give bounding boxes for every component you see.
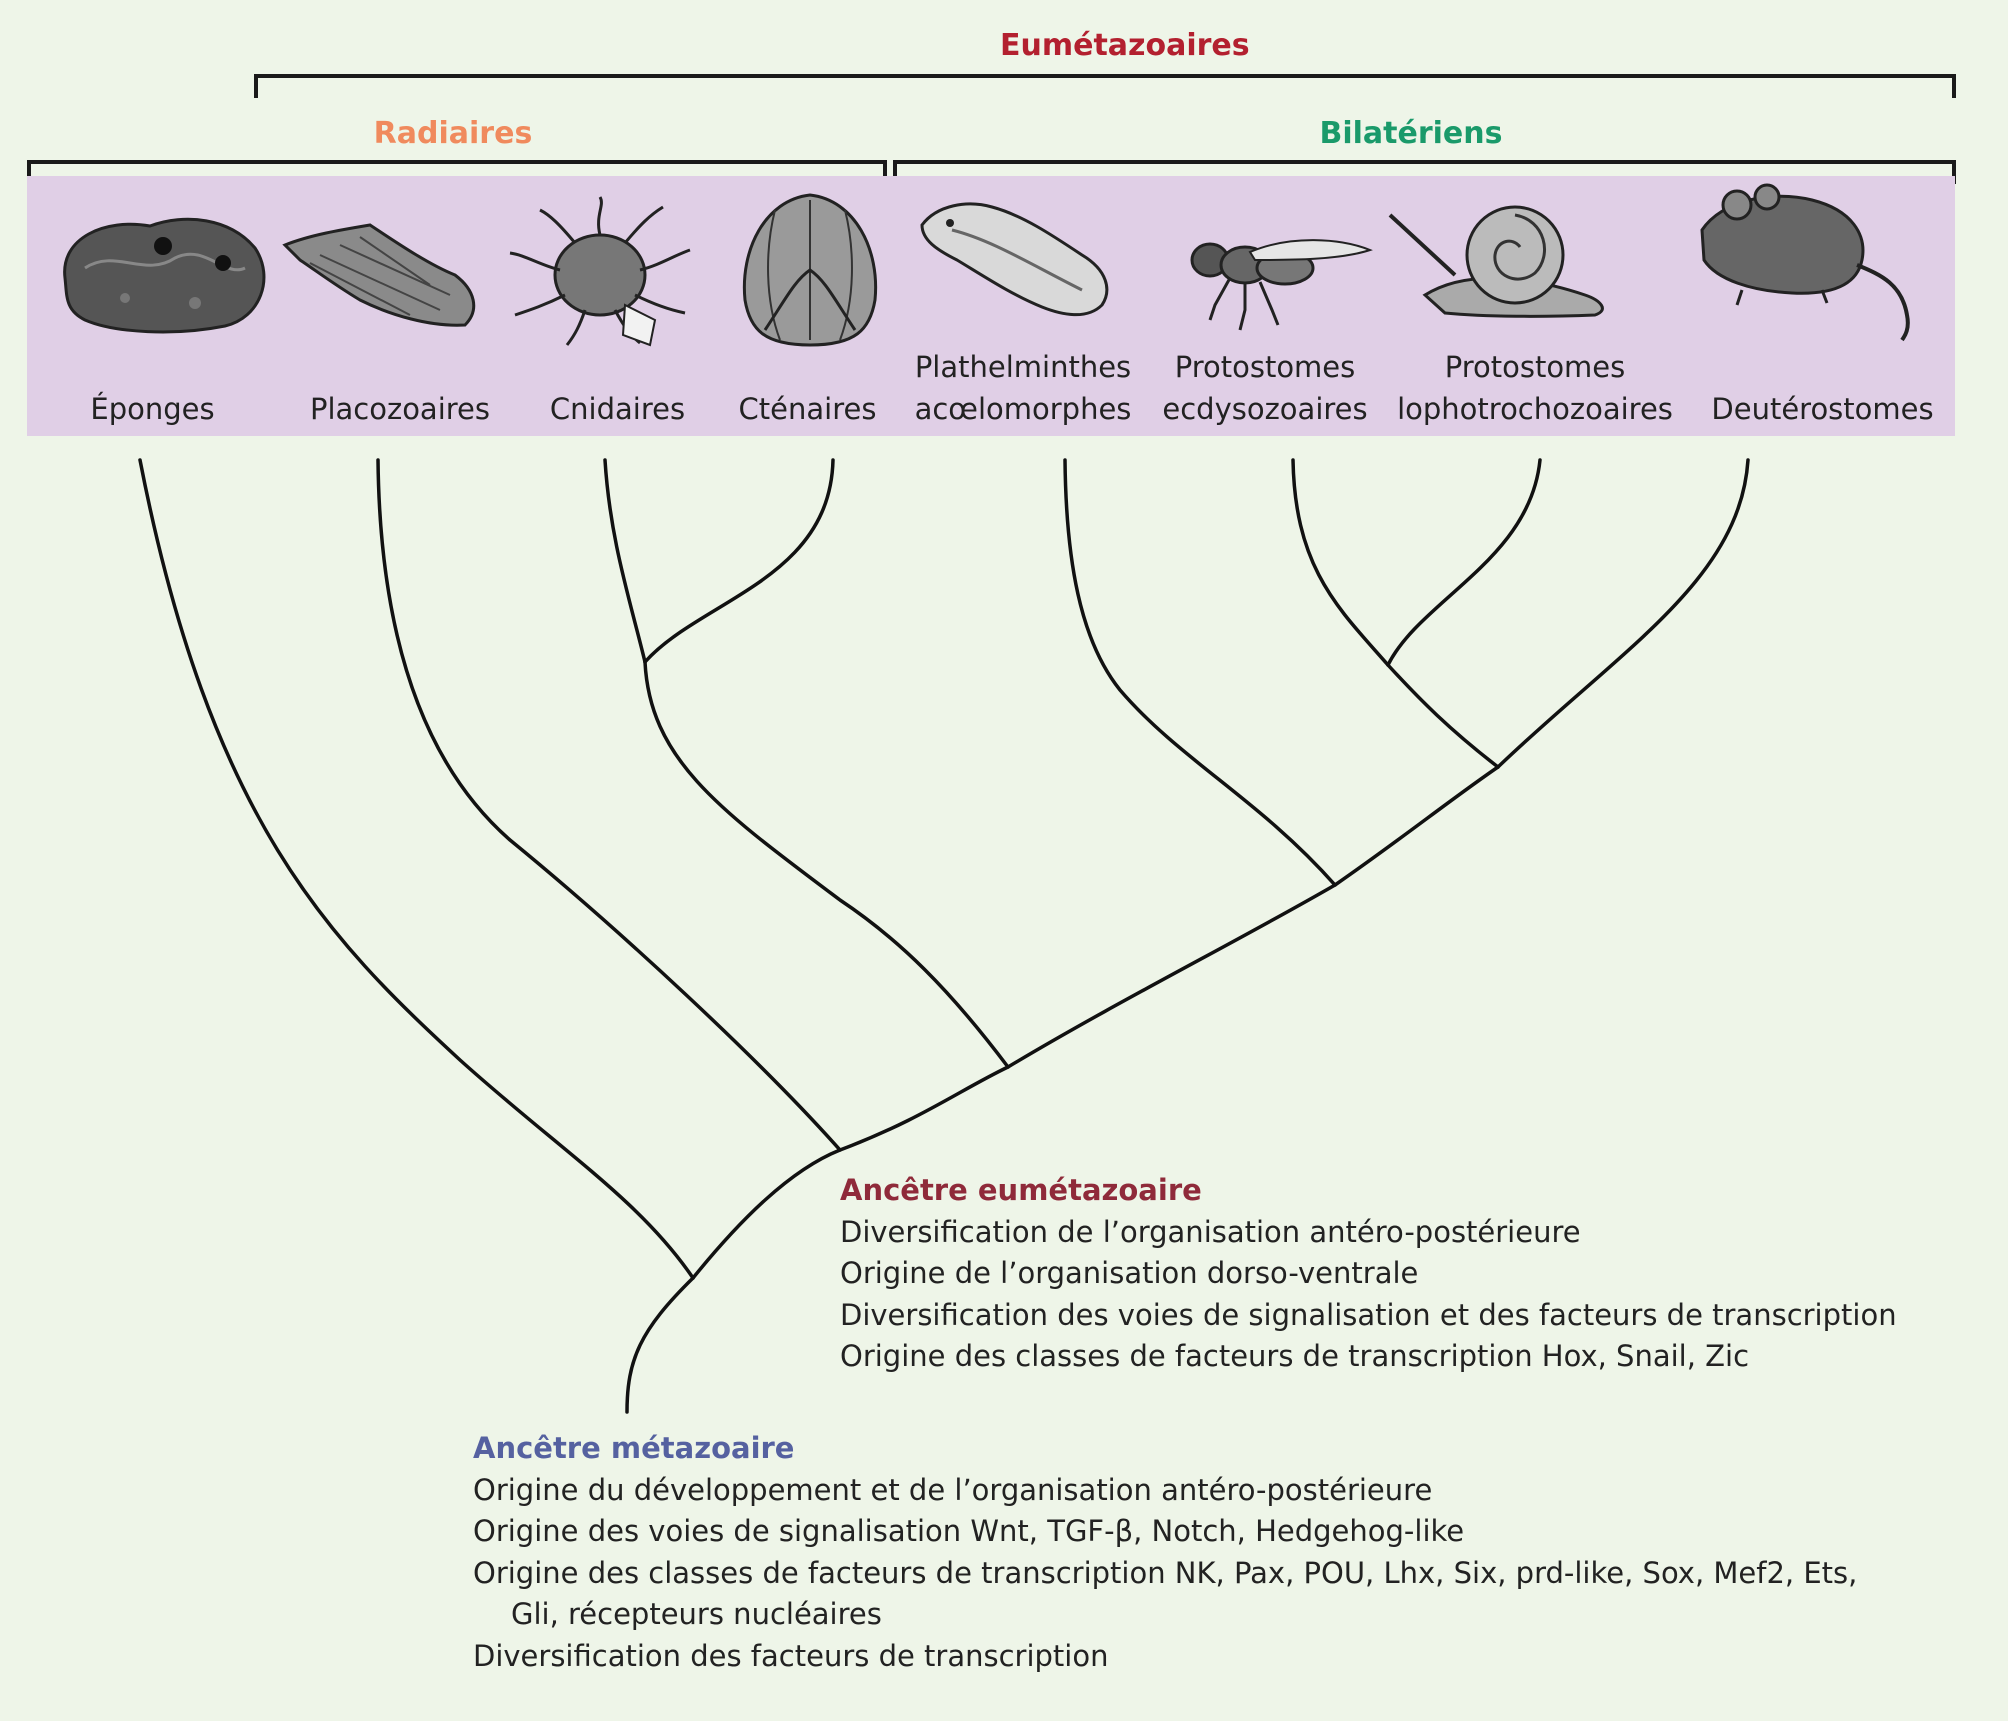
- tree-branch-eumetazoa-core: [838, 1065, 1010, 1152]
- bracket-radiata: [27, 160, 887, 184]
- ctenophore-icon: [742, 193, 878, 347]
- tree-branch-protostomia: [1386, 663, 1500, 769]
- bracket-eumetazoa: [254, 74, 1956, 98]
- eumetazoan-ancestor-item: Origine des classes de facteurs de trans…: [840, 1339, 1750, 1373]
- metazoan-ancestor-item: Origine des voies de signalisation Wnt, …: [473, 1514, 1465, 1548]
- tree-branch-lophotrochozoa: [1386, 458, 1542, 667]
- metazoan-ancestor-notes: Ancêtre métazoaire Origine du développem…: [473, 1428, 1857, 1677]
- bracket-bilateria: [893, 160, 1956, 184]
- metazoan-ancestor-item: Origine du développement et de l’organis…: [473, 1472, 1433, 1507]
- taxon-label-ecdysozoa: Protostomes ecdysozoaires: [1162, 350, 1368, 426]
- mouse-icon: [1700, 183, 1910, 342]
- eumetazoan-ancestor-item: Diversification de l’organisation antéro…: [840, 1214, 1581, 1249]
- tree-branch-acoela: [1063, 458, 1337, 887]
- tree-branch-ctenophora: [643, 458, 835, 664]
- taxon-label-ctenophora: Cténaires: [738, 392, 877, 426]
- taxon-label-deuterostomia: Deutérostomes: [1711, 392, 1934, 426]
- group-label-eumetazoa: Eumétazoaires: [1000, 28, 1250, 63]
- placozoan-icon: [282, 223, 476, 327]
- metazoan-ancestor-item: Diversification des facteurs de transcri…: [473, 1638, 1109, 1673]
- tree-branch-sponges: [138, 458, 695, 1280]
- tree-branch-placozoa: [376, 458, 842, 1152]
- eumetazoan-ancestor-item: Origine de l’organisation dorso-ventrale: [840, 1256, 1419, 1290]
- tree-trunk: [625, 1276, 695, 1414]
- eumetazoan-ancestor-item: Diversification des voies de signalisati…: [840, 1297, 1897, 1332]
- tree-branch-eumetazoa: [691, 1148, 842, 1280]
- taxon-label-sponges: Éponges: [90, 392, 215, 426]
- flatworm-icon: [920, 202, 1109, 317]
- tree-branch-ecdysozoa: [1291, 458, 1390, 667]
- metazoan-ancestor-item: Gli, récepteurs nucléaires: [511, 1597, 882, 1631]
- taxon-label-placozoa: Placozoaires: [309, 392, 491, 426]
- snail-icon: [1388, 205, 1604, 318]
- eumetazoan-ancestor-title: Ancêtre eumétazoaire: [840, 1173, 1202, 1207]
- tree-branch-radiata-core: [643, 660, 1010, 1069]
- tree-branch-deuterostomia: [1496, 458, 1750, 769]
- sponge-icon: [63, 217, 266, 334]
- taxon-label-lophotrochozoa: Protostomes lophotrochozoaires: [1397, 350, 1673, 426]
- taxon-label-cnidaria: Cnidaires: [549, 392, 686, 426]
- cnidarian-icon: [509, 196, 691, 347]
- metazoan-ancestor-title: Ancêtre métazoaire: [473, 1431, 795, 1465]
- group-label-radiata: Radiaires: [373, 116, 533, 151]
- tree-branch-cnidaria: [603, 458, 647, 664]
- group-label-bilateria: Bilatériens: [1319, 116, 1503, 151]
- eumetazoan-ancestor-notes: Ancêtre eumétazoaire Diversification de …: [840, 1170, 1897, 1378]
- tree-branch-bilateria: [1006, 883, 1337, 1069]
- fly-icon: [1190, 239, 1373, 331]
- metazoan-ancestor-item: Origine des classes de facteurs de trans…: [473, 1555, 1858, 1590]
- tree-branch-nephrozoa: [1333, 765, 1500, 887]
- taxon-label-acoela: Plathelminthes acœlomorphes: [914, 350, 1132, 426]
